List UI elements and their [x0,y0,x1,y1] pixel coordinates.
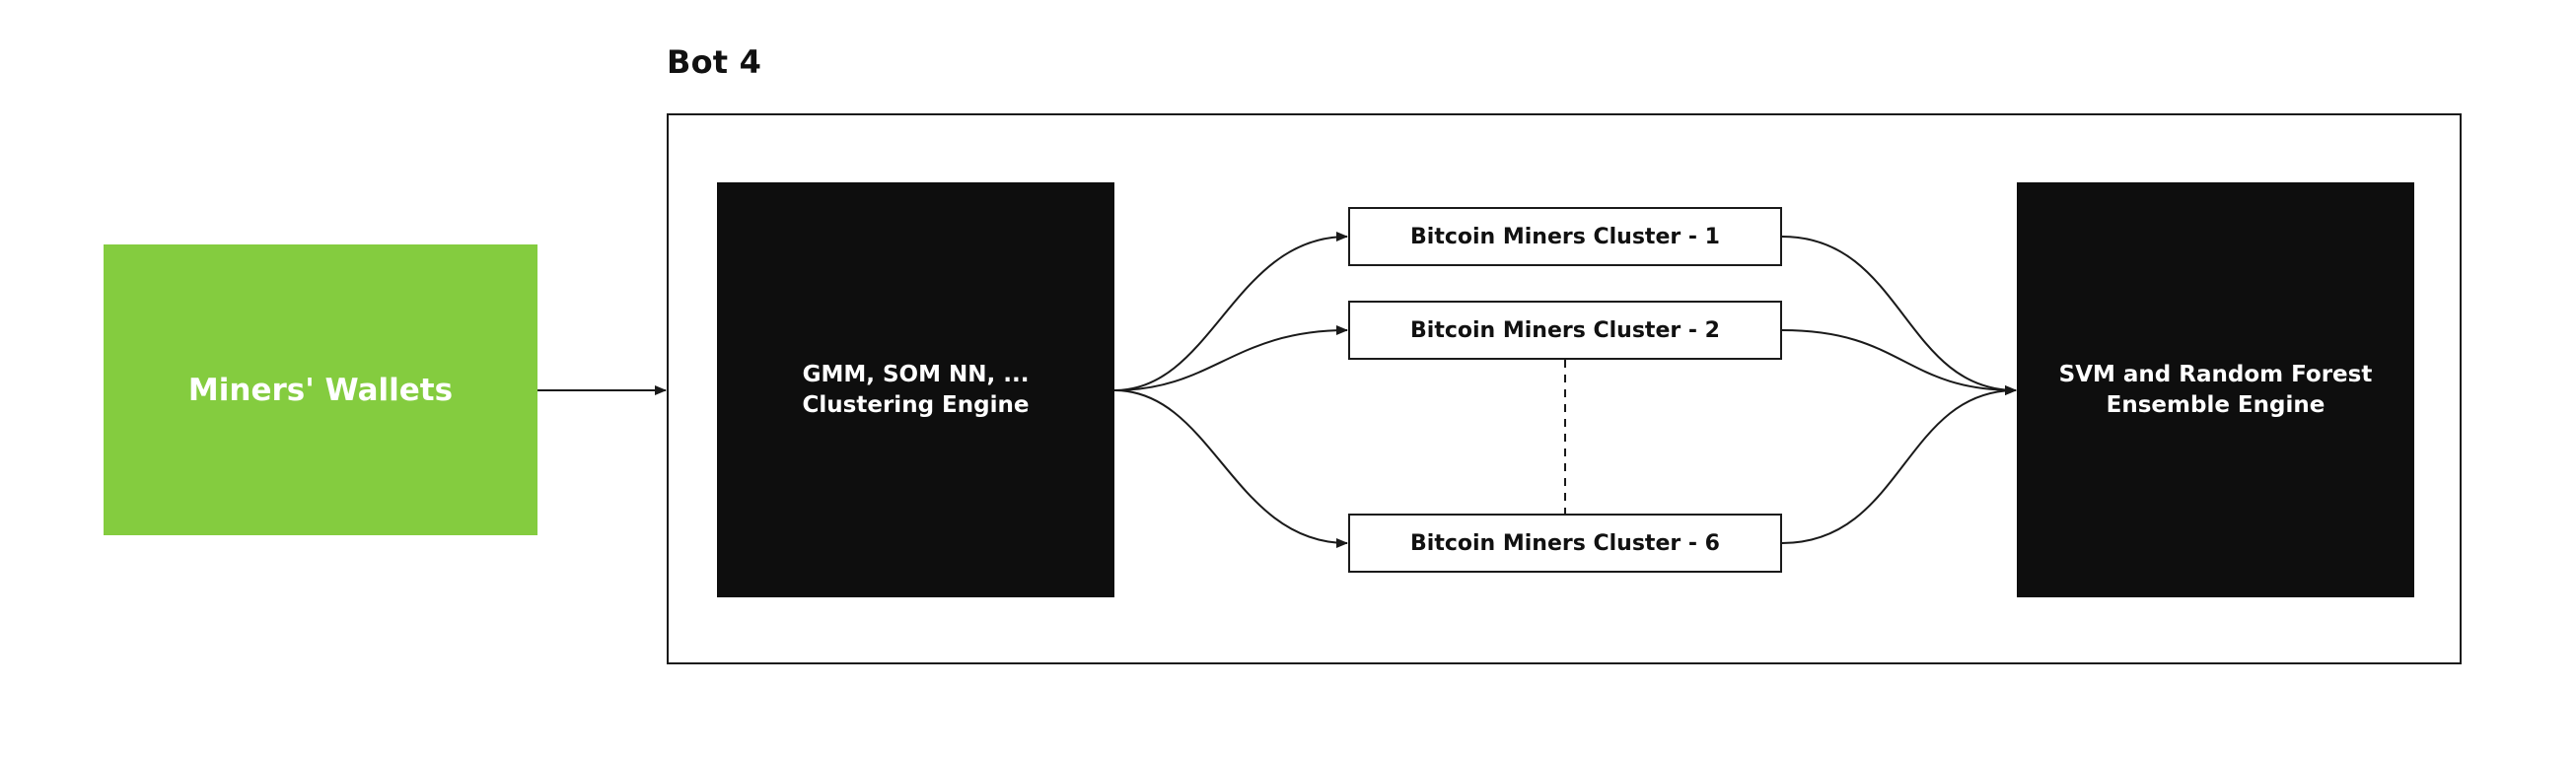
cluster-node-6: Bitcoin Miners Cluster - 6 [1348,514,1782,573]
bot-container-frame [667,113,2462,664]
clustering-engine-node: GMM, SOM NN, ... Clustering Engine [717,182,1114,597]
diagram-title: Bot 4 [667,43,762,81]
miners-wallets-node: Miners' Wallets [104,244,537,535]
ensemble-engine-line1: SVM and Random Forest [2058,361,2373,387]
ensemble-engine-node: SVM and Random Forest Ensemble Engine [2017,182,2414,597]
cluster-label-2: Bitcoin Miners Cluster - 2 [1410,317,1720,343]
clustering-engine-line2: Clustering Engine [802,391,1030,418]
ensemble-engine-line2: Ensemble Engine [2106,391,2326,418]
cluster-label-6: Bitcoin Miners Cluster - 6 [1410,530,1720,556]
clustering-engine-line1: GMM, SOM NN, ... [802,361,1030,387]
miners-wallets-label: Miners' Wallets [187,372,454,408]
cluster-label-1: Bitcoin Miners Cluster - 1 [1410,224,1720,249]
cluster-node-1: Bitcoin Miners Cluster - 1 [1348,207,1782,266]
cluster-node-2: Bitcoin Miners Cluster - 2 [1348,301,1782,360]
